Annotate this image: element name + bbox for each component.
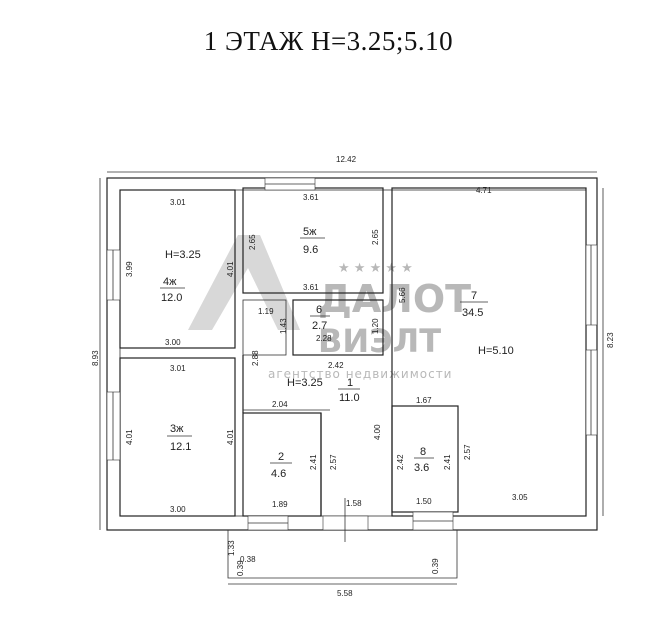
room-5-dim-right: 2.65 xyxy=(371,229,380,245)
room-2-dim-right: 2.41 xyxy=(309,454,318,470)
room-4-height: Н=3.25 xyxy=(165,249,201,261)
window-left-room3 xyxy=(106,391,121,461)
room-3-dim-bottom: 3.00 xyxy=(170,505,186,514)
room-2-dim-top: 2.04 xyxy=(272,400,288,409)
room-7-area: 34.5 xyxy=(462,307,483,319)
room-5-dim-top: 3.61 xyxy=(303,193,319,202)
room-8-dim-bottom: 1.50 xyxy=(416,497,432,506)
window-left-room4 xyxy=(106,249,121,301)
room-7-dim-bottom: 3.05 xyxy=(512,493,528,502)
room-8-dim-right: 2.41 xyxy=(443,454,452,470)
room-3: 3ж 12.1 3.01 3.00 4.01 4.01 xyxy=(125,364,235,514)
entrance-door xyxy=(322,515,369,531)
room-7: 7 34.5 Н=5.10 4.71 3.05 5.66 2.57 xyxy=(398,186,528,502)
room-4-number: 4ж xyxy=(163,276,177,288)
room-4-dim-left: 3.99 xyxy=(125,261,134,277)
room-3-dim-top: 3.01 xyxy=(170,364,186,373)
room-5: 5ж 9.6 3.61 3.61 2.65 2.65 xyxy=(248,193,380,292)
room-6-number: 6 xyxy=(316,304,322,316)
room-1-dim-bottom: 1.58 xyxy=(346,499,362,508)
room-7-number: 7 xyxy=(471,290,477,302)
dim-porch-039-left: 0.39 xyxy=(236,560,245,576)
room-4: Н=3.25 4ж 12.0 3.01 3.00 3.99 4.01 xyxy=(125,198,235,347)
window-right-room7-upper xyxy=(585,244,598,326)
dim-overall-width: 12.42 xyxy=(336,155,357,164)
room-6-dim-bottom: 2.28 xyxy=(316,334,332,343)
room-4-dim-bottom: 3.00 xyxy=(165,338,181,347)
room-1-height: Н=3.25 xyxy=(287,377,323,389)
room-3-dim-right: 4.01 xyxy=(226,429,235,445)
room-6-dim-right: 1.20 xyxy=(371,318,380,334)
room-3-outline xyxy=(119,357,236,517)
porch-outline xyxy=(227,530,458,579)
room-6: 6 2.7 1.19 1.43 2.28 1.20 xyxy=(258,304,380,343)
watermark-logo-shape xyxy=(188,235,300,330)
room-4-dim-top: 3.01 xyxy=(170,198,186,207)
watermark-stars: ★ ★ ★ ★ ★ xyxy=(338,261,413,276)
room-3-number: 3ж xyxy=(170,423,184,435)
room-8-dim-left: 2.42 xyxy=(396,454,405,470)
dim-right-height: 8.23 xyxy=(606,332,615,348)
room-8-number: 8 xyxy=(420,446,426,458)
room-7-dim-top: 4.71 xyxy=(476,186,492,195)
room-2-area: 4.6 xyxy=(271,468,286,480)
room-1-area: 11.0 xyxy=(339,392,360,404)
room-4-dim-right: 4.01 xyxy=(226,261,235,277)
dim-porch-depth: 1.33 xyxy=(227,540,236,556)
room-2: 2 4.6 2.04 1.89 2.41 2.57 xyxy=(270,400,338,509)
window-right-room7-lower xyxy=(585,349,598,436)
room-1-dim-left: 2.88 xyxy=(251,350,260,366)
room-5-area: 9.6 xyxy=(303,244,318,256)
plan-title: 1 ЭТАЖ Н=3.25;5.10 xyxy=(203,26,454,56)
closet-outline xyxy=(242,299,287,356)
room-6-area: 2.7 xyxy=(312,320,327,332)
room-8-area: 3.6 xyxy=(414,462,429,474)
watermark: ★ ★ ★ ★ ★ ДАЛОТ ВИЭЛТ агентство недвижим… xyxy=(188,235,471,381)
watermark-brand-line1: ДАЛОТ xyxy=(318,277,471,321)
room-3-area: 12.1 xyxy=(170,441,191,453)
room-3-dim-left: 4.01 xyxy=(125,429,134,445)
room-4-area: 12.0 xyxy=(161,292,182,304)
dim-overall-height: 8.93 xyxy=(91,350,100,366)
room-7-dim-left: 5.66 xyxy=(398,287,407,303)
room-6-dim-h-left: 1.43 xyxy=(279,318,288,334)
room-2-number: 2 xyxy=(278,451,284,463)
dim-porch-039-right: 0.39 xyxy=(431,558,440,574)
room-5-dim-bottom: 3.61 xyxy=(303,283,319,292)
watermark-brand-line2: ВИЭЛТ xyxy=(318,322,441,360)
dim-porch-038: 0.38 xyxy=(240,555,256,564)
room-1-dim-right: 4.00 xyxy=(373,424,382,440)
dim-porch-width: 5.58 xyxy=(337,589,353,598)
room-4-outline xyxy=(119,189,236,349)
room-2-dim-bottom: 1.89 xyxy=(272,500,288,509)
room-1-dim-lower-left: 2.57 xyxy=(329,454,338,470)
room-5-dim-left: 2.65 xyxy=(248,234,257,250)
room-1-number: 1 xyxy=(347,377,353,389)
room-1: 1 11.0 Н=3.25 2.42 2.88 4.00 1.58 xyxy=(251,350,382,508)
watermark-subtitle: агентство недвижимости xyxy=(268,367,452,381)
room-6-dim-w-left: 1.19 xyxy=(258,307,274,316)
room-7-height: Н=5.10 xyxy=(478,345,514,357)
room-8-dim-top: 1.67 xyxy=(416,396,432,405)
room-1-dim-top: 2.42 xyxy=(328,361,344,370)
room-8: 8 3.6 1.67 1.50 2.42 2.41 xyxy=(396,396,452,506)
room-7-dim-notch: 2.57 xyxy=(463,444,472,460)
room-5-number: 5ж xyxy=(303,226,317,238)
room-6-outline xyxy=(292,299,384,356)
